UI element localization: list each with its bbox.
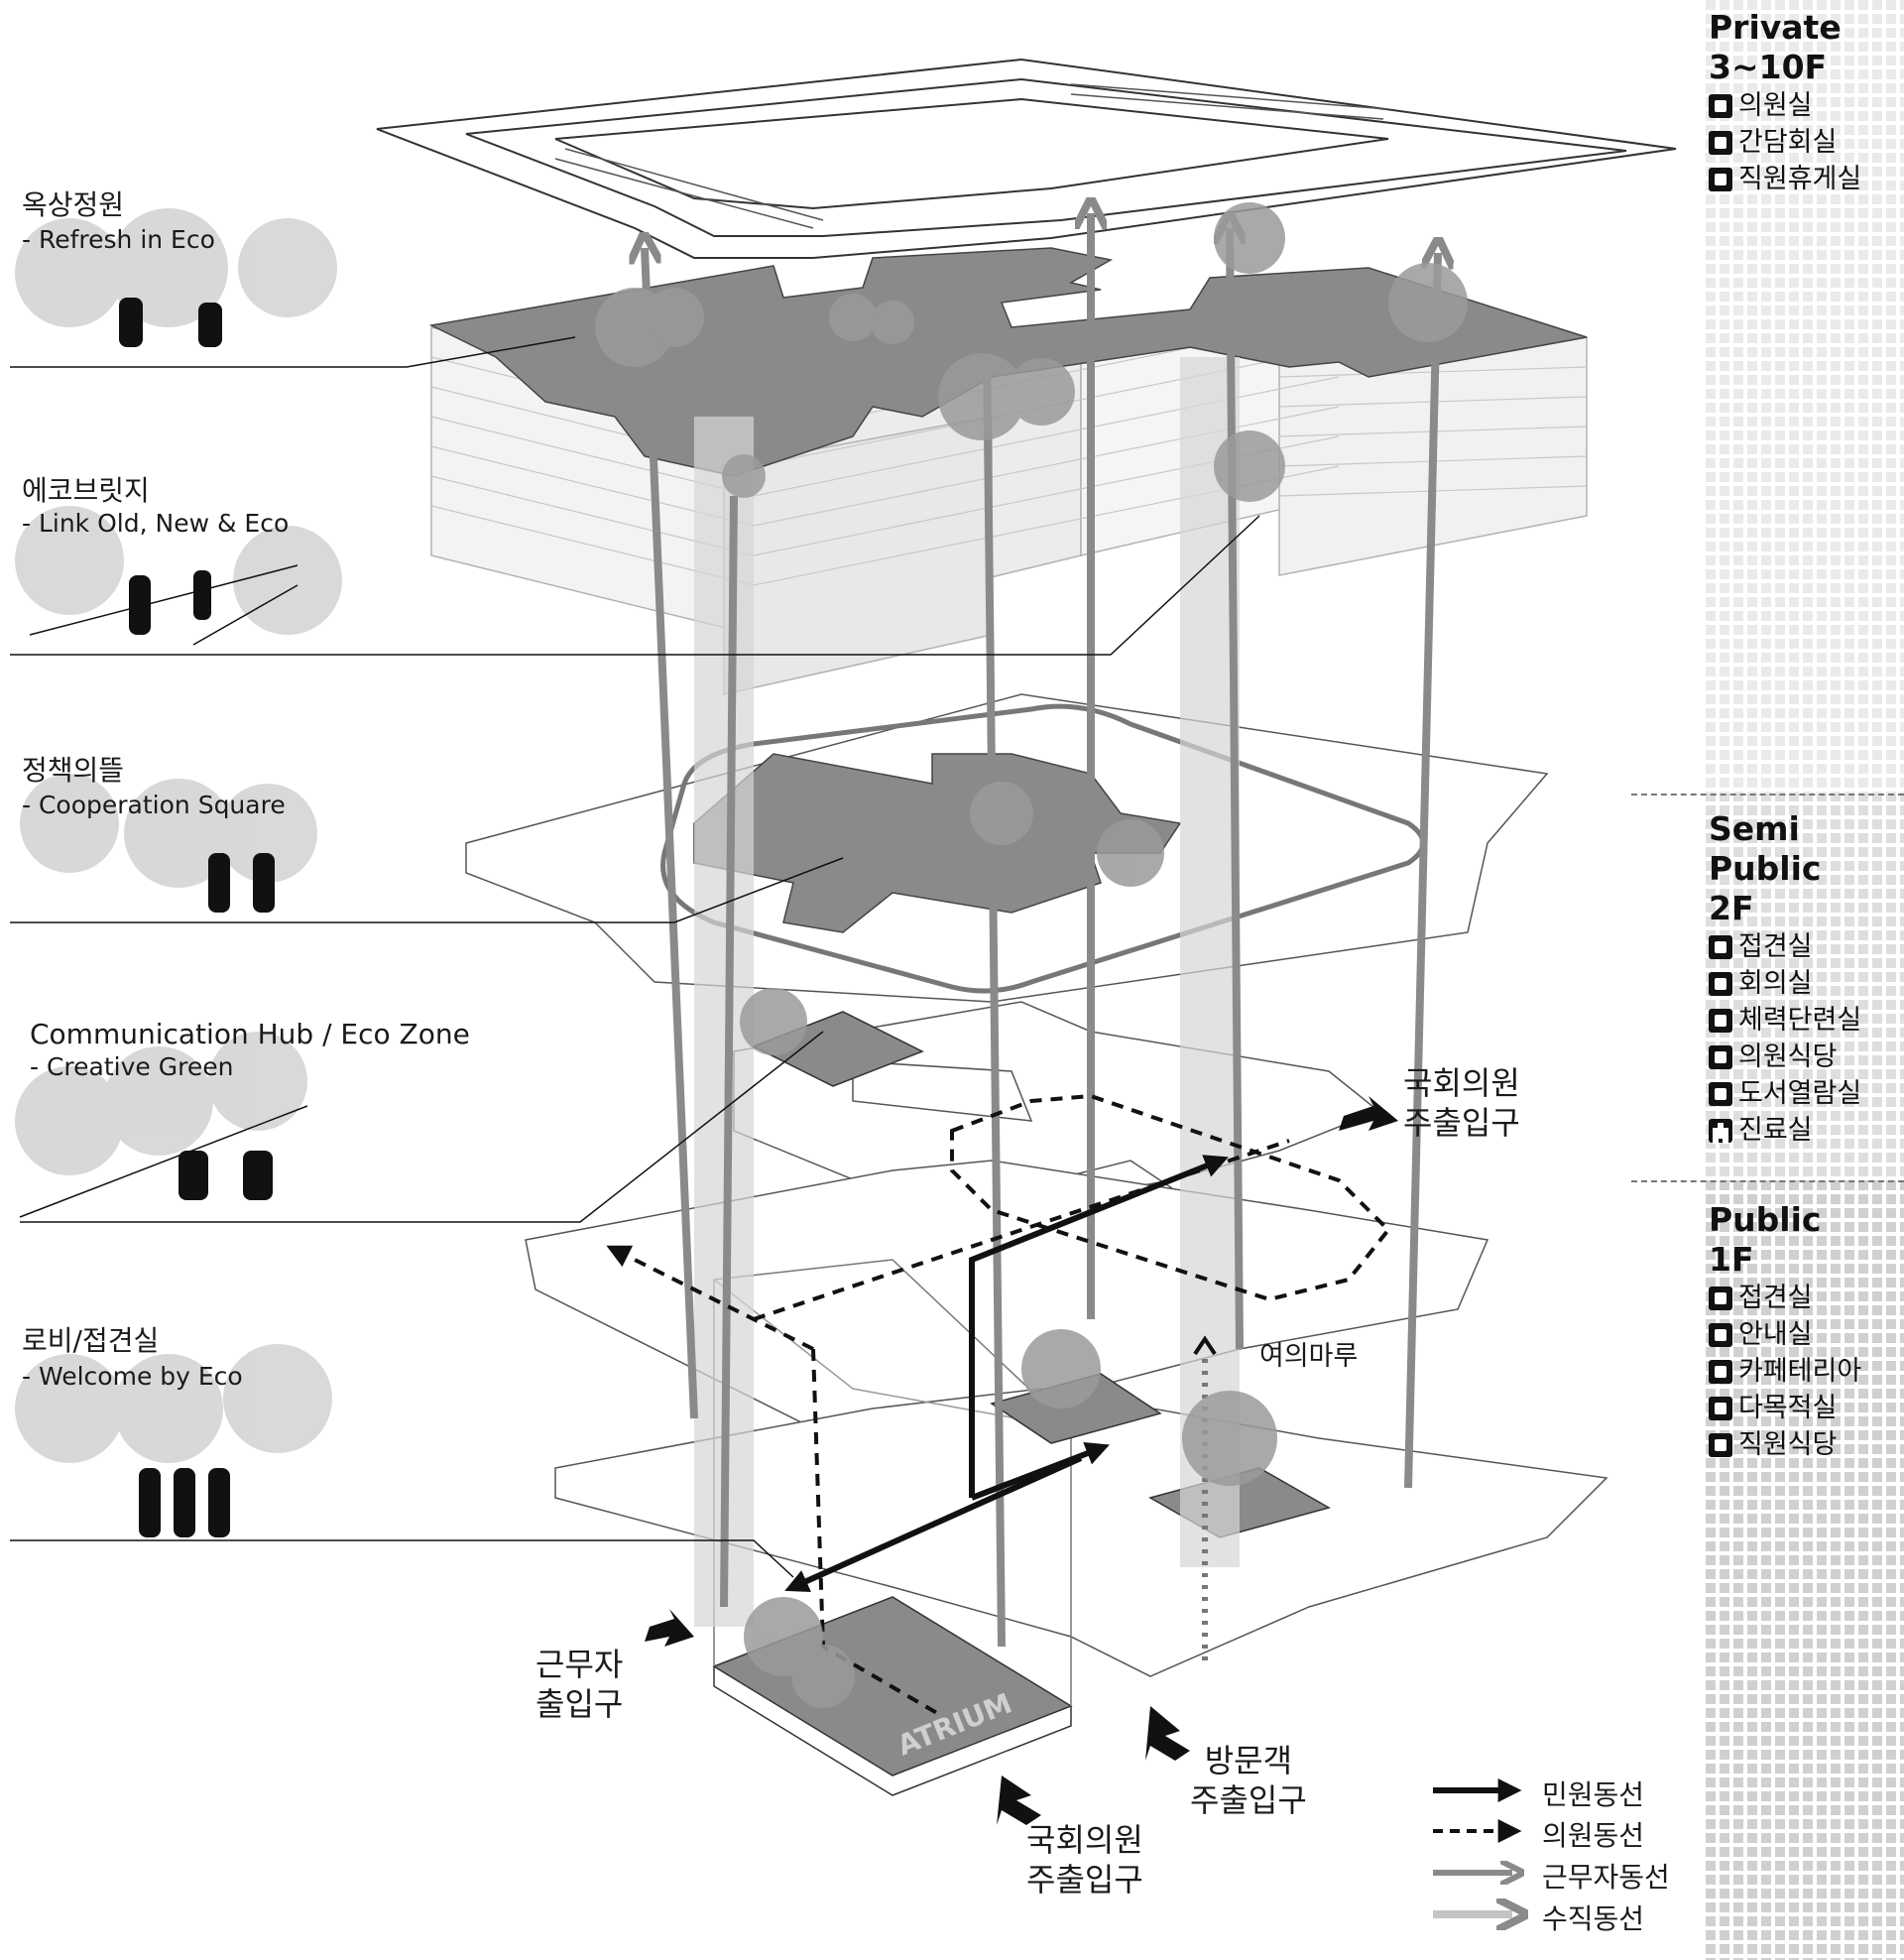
zone-title-lobby: 로비/접견실	[22, 1324, 160, 1357]
room-item: 체력단련실	[1709, 1002, 1904, 1039]
section-public: Public 1F 접견실 안내실 카페테리아 다목적실 직원식당	[1709, 1200, 1904, 1463]
room-item: 간담회실	[1709, 124, 1904, 161]
meeting-icon	[1709, 130, 1732, 155]
divider-1	[1631, 794, 1904, 796]
zone-title-ecobridge: 에코브릿지	[22, 474, 150, 507]
room-item: 직원식당	[1709, 1426, 1904, 1463]
room-item: 카페테리아	[1709, 1353, 1904, 1390]
library-icon	[1709, 1081, 1732, 1106]
room-item: 접견실	[1709, 928, 1904, 965]
yeouimaru-label: 여의마루	[1259, 1341, 1359, 1372]
side-panel-background	[1706, 0, 1904, 1960]
entrance-worker: 근무자 출입구	[536, 1646, 624, 1723]
room-item: 안내실	[1709, 1316, 1904, 1353]
conference-icon	[1709, 971, 1732, 996]
room-item: 직원휴게실	[1709, 161, 1904, 197]
zone-sub-ecobridge: - Link Old, New & Eco	[22, 509, 290, 538]
reception-icon	[1709, 934, 1732, 959]
zone-sub-roof: - Refresh in Eco	[22, 225, 215, 254]
yeouimaru-marker	[1193, 1335, 1217, 1356]
zone-title-policy: 정책의뜰	[22, 754, 125, 787]
zone-title-roof: 옥상정원	[22, 188, 125, 221]
leader-lines	[10, 336, 1260, 1578]
entrance-visitor: 방문객 주출입구	[1190, 1742, 1307, 1819]
room-item: 회의실	[1709, 965, 1904, 1002]
lounge-icon	[1709, 167, 1732, 191]
divider-2	[1631, 1180, 1904, 1182]
multipurpose-icon	[1709, 1396, 1732, 1420]
section-title-semi: Semi Public 2F	[1709, 809, 1822, 927]
zone-sub-hub: - Creative Green	[30, 1052, 234, 1081]
fitness-icon	[1709, 1008, 1732, 1033]
zone-sub-policy: - Cooperation Square	[22, 791, 286, 819]
dining-icon	[1709, 1432, 1732, 1457]
entrance-arrows	[645, 1096, 1398, 1825]
left-trees	[15, 208, 342, 1463]
civil-route	[784, 1155, 1229, 1593]
entrance-member-bottom: 국회의원 주출입구	[1026, 1821, 1143, 1899]
entrance-member-top: 국회의원 주출입구	[1403, 1064, 1520, 1142]
legend-label-civil: 민원동선	[1542, 1778, 1645, 1811]
legend-label-member: 의원동선	[1542, 1819, 1645, 1852]
info-icon	[1709, 1322, 1732, 1347]
legend-lines	[1433, 1778, 1512, 1914]
legend-label-vertical: 수직동선	[1542, 1902, 1645, 1935]
room-item: 의원식당	[1709, 1039, 1904, 1075]
section-title-public: Public 1F	[1709, 1200, 1822, 1279]
room-item: 접견실	[1709, 1280, 1904, 1316]
dining-icon	[1709, 1044, 1732, 1069]
section-title-private: Private 3~10F	[1709, 8, 1842, 86]
cafe-icon	[1709, 1359, 1732, 1384]
worker-circulation	[645, 213, 1438, 1648]
section-private: Private 3~10F 의원실 간담회실 직원휴게실	[1709, 8, 1904, 197]
exploded-axonometric: ATRIUM	[10, 58, 1677, 1960]
room-item: 의원실	[1709, 87, 1904, 124]
room-item: 진료실	[1709, 1112, 1904, 1149]
section-semi-public: Semi Public 2F 접견실 회의실 체력단련실 의원식당 도서열람실 …	[1709, 809, 1904, 1149]
reception-icon	[1709, 1286, 1732, 1310]
clinic-icon	[1709, 1118, 1732, 1143]
roof-frame	[376, 58, 1677, 259]
room-item: 다목적실	[1709, 1390, 1904, 1426]
zone-title-hub: Communication Hub / Eco Zone	[30, 1018, 470, 1050]
room-item: 도서열람실	[1709, 1075, 1904, 1112]
people-silhouettes	[119, 298, 275, 1537]
person-icon	[1709, 93, 1732, 118]
trees	[595, 202, 1468, 1708]
legend-label-worker: 근무자동선	[1542, 1861, 1670, 1894]
zone-sub-lobby: - Welcome by Eco	[22, 1362, 243, 1391]
